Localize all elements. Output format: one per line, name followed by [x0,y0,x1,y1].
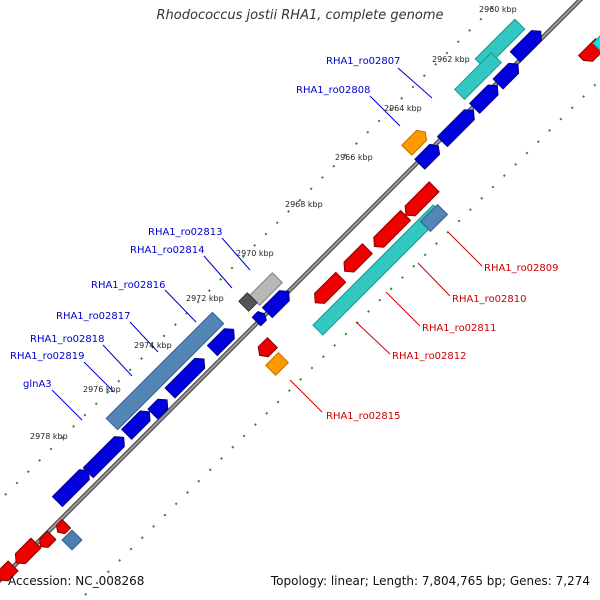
tick-labels: 2960 kbp 2962 kbp 2964 kbp 2966 kbp 2968… [30,5,517,441]
feature-cds [121,410,151,440]
tick-label: 2976 kbp [83,385,121,394]
tick-label: 2974 kbp [134,341,172,350]
feature-orange [265,352,289,376]
feature-cds [469,84,499,114]
feature-steel [420,204,448,232]
feature-cds [261,290,290,319]
reverse-gene-labels: RHA1_ro02809 RHA1_ro02810 RHA1_ro02811 R… [326,263,559,422]
gene-label[interactable]: RHA1_ro02813 [148,227,223,238]
feature-cds [509,30,542,63]
gene-label[interactable]: glnA3 [23,379,52,390]
feature-cds [82,436,125,479]
tick-label: 2968 kbp [285,200,323,209]
tick-label: 2978 kbp [30,432,68,441]
map-title: Rhodococcus jostii RHA1, complete genome [156,8,444,23]
feature-cds [164,357,206,399]
gene-label[interactable]: RHA1_ro02811 [422,323,497,334]
feature-cds [55,519,71,535]
feature-cds [373,209,412,248]
feature-cds [436,109,475,148]
gene-label[interactable]: RHA1_ro02814 [130,245,205,256]
gene-label[interactable]: RHA1_ro02807 [326,56,401,67]
feature-cds [51,469,90,508]
feature-teal [454,52,502,100]
feature-orange [401,129,428,156]
gene-label[interactable]: RHA1_ro02817 [56,311,131,322]
forward-gene-labels: RHA1_ro02807 RHA1_ro02808 RHA1_ro02813 R… [10,56,401,390]
accession-text: Accession: NC_008268 [8,574,145,588]
tick-label: 2972 kbp [186,294,224,303]
feature-cds [404,181,440,217]
gene-label[interactable]: RHA1_ro02816 [91,280,166,291]
feature-cds [257,337,278,358]
feature-cds [314,271,347,304]
tick-label: 2960 kbp [479,5,517,14]
feature-cds [147,398,169,420]
feature-cds [39,530,57,548]
reverse-features [0,32,600,582]
gene-label[interactable]: RHA1_ro02808 [296,85,371,96]
leader-lines [51,67,483,421]
feature-cyan [592,32,600,54]
gene-label[interactable]: RHA1_ro02818 [30,334,105,345]
tick-label: 2964 kbp [384,104,422,113]
feature-cds [206,328,235,357]
feature-cds [343,243,373,273]
feature-steel [61,529,83,551]
forward-features [51,18,542,551]
feature-dark-grey [238,292,258,312]
feature-steel [105,311,225,431]
feature-cds [492,62,520,90]
gene-label[interactable]: RHA1_ro02815 [326,411,401,422]
tick-label: 2970 kbp [236,249,274,258]
feature-cds [14,537,42,565]
tick-label: 2966 kbp [335,153,373,162]
gene-label[interactable]: RHA1_ro02819 [10,351,85,362]
feature-cds [251,311,267,327]
gene-label[interactable]: RHA1_ro02812 [392,351,467,362]
gene-label[interactable]: RHA1_ro02809 [484,263,559,274]
topology-text: Topology: linear; Length: 7,804,765 bp; … [270,574,590,588]
feature-cds [0,560,19,582]
feature-cds [414,143,441,170]
tick-label: 2962 kbp [432,55,470,64]
gene-label[interactable]: RHA1_ro02810 [452,294,527,305]
